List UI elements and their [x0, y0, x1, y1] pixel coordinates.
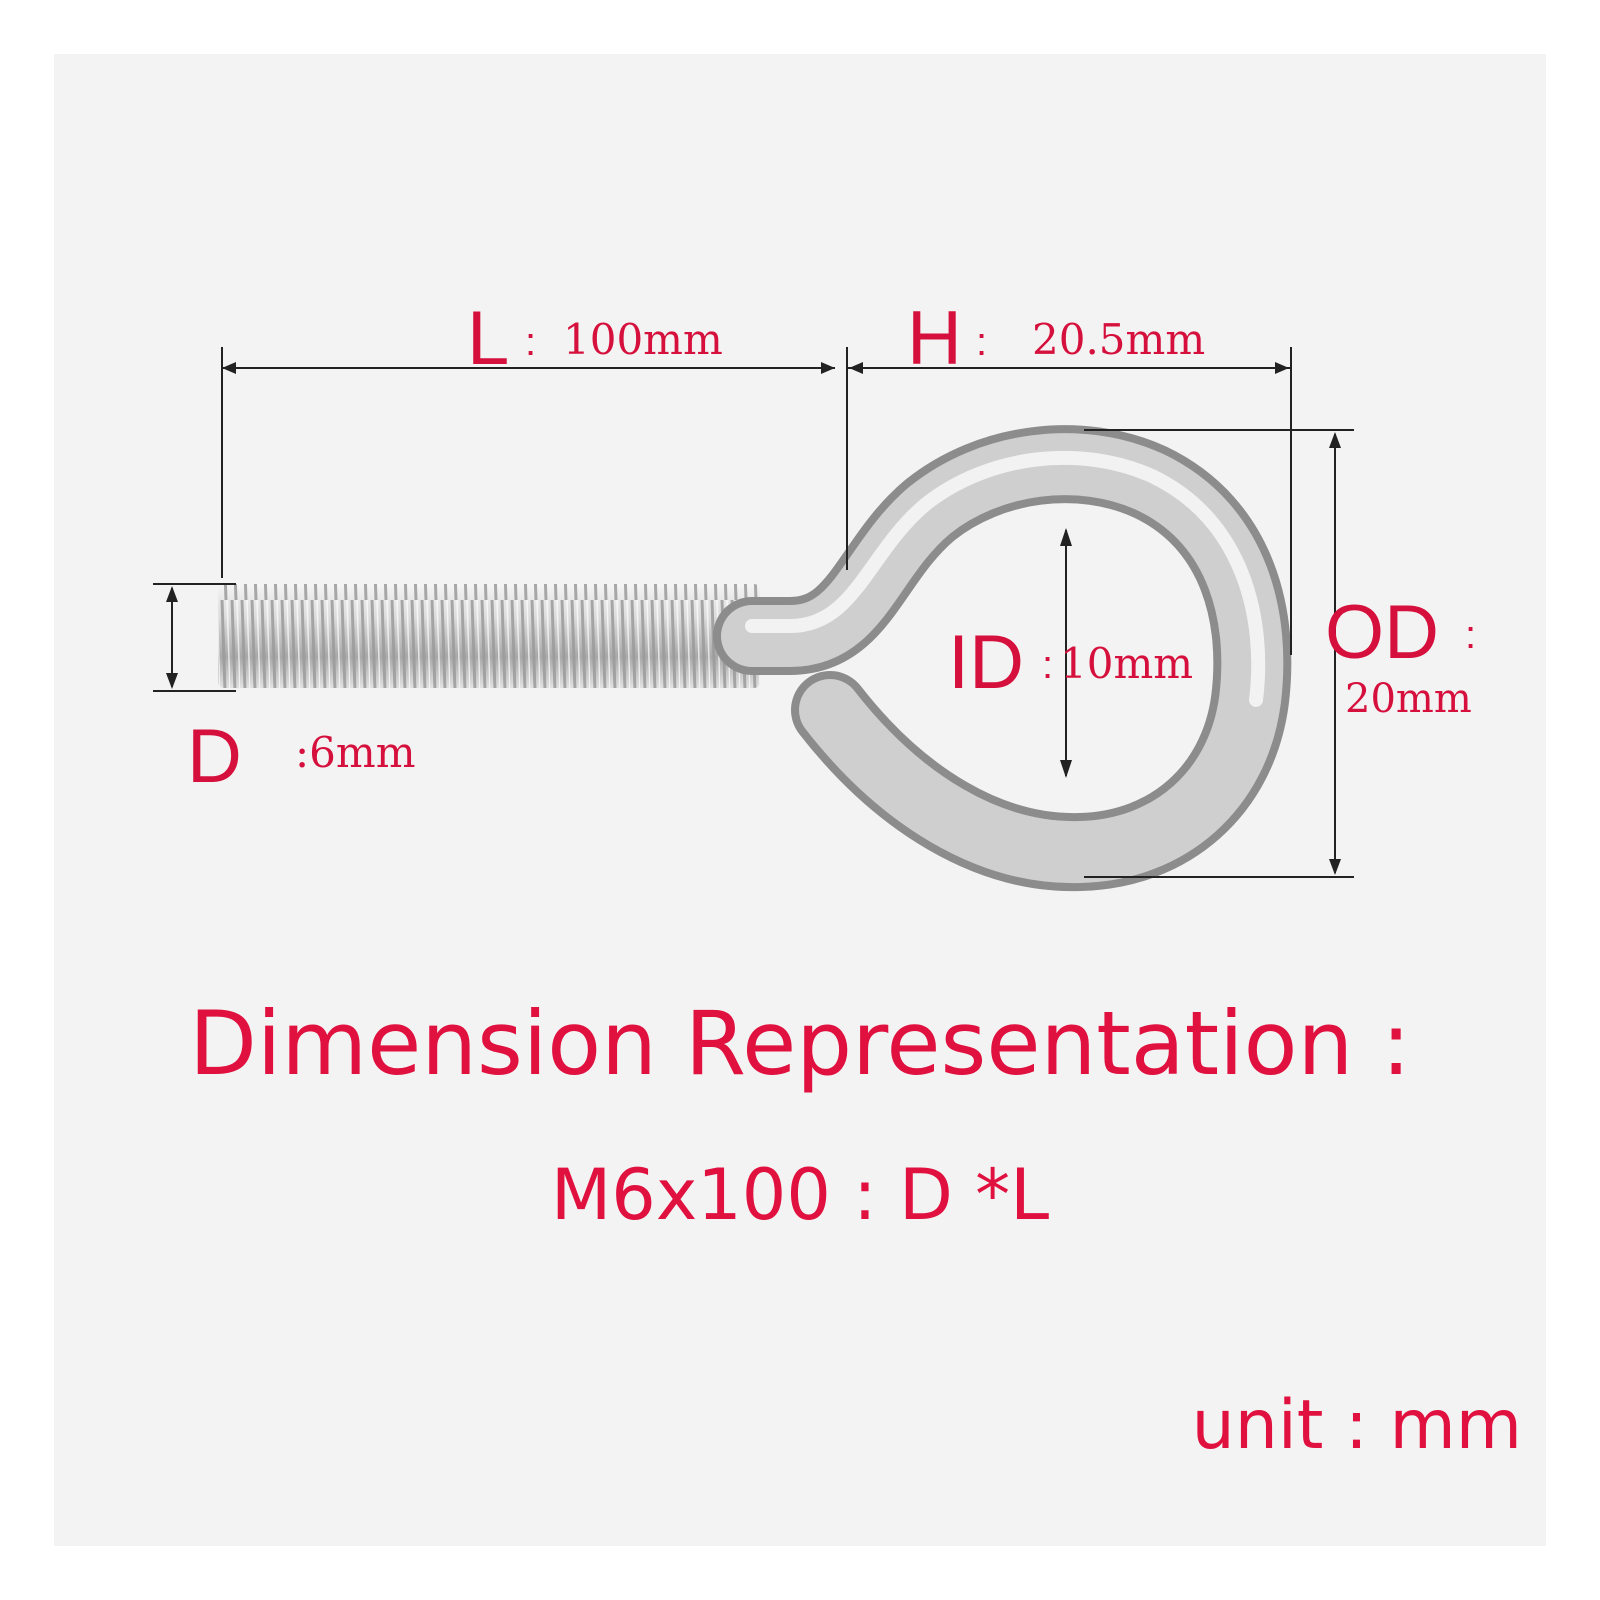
label-H-value: 20.5mm [1032, 315, 1205, 364]
unit-note: unit : mm [1191, 1386, 1522, 1465]
label-L-value: 100mm [563, 315, 723, 364]
svg-text::: : [1465, 613, 1476, 657]
dimension-lines [153, 347, 1354, 878]
eye-ring [713, 425, 1292, 892]
background-panel [54, 54, 1546, 1546]
label-D: D :6mm [187, 714, 416, 799]
label-ID-symbol: ID [948, 620, 1024, 705]
label-ID: ID : 10mm [948, 620, 1193, 705]
label-L: L : 100mm [467, 296, 723, 381]
svg-text::: : [525, 320, 536, 364]
label-ID-value: 10mm [1060, 639, 1193, 688]
dimension-heading: Dimension Representation : [189, 992, 1411, 1095]
label-D-symbol: D [187, 714, 242, 799]
svg-text::: : [1042, 643, 1053, 687]
label-H-symbol: H [907, 296, 962, 381]
label-OD-value: 20mm [1345, 676, 1472, 722]
label-OD: OD : 20mm [1325, 590, 1476, 722]
svg-text::: : [976, 320, 987, 364]
label-D-value: :6mm [295, 728, 416, 777]
threaded-shaft [218, 584, 760, 688]
label-OD-symbol: OD [1325, 590, 1439, 675]
label-L-symbol: L [467, 296, 509, 381]
label-H: H : 20.5mm [907, 296, 1205, 381]
size-formula: M6x100 : D *L [550, 1154, 1050, 1236]
